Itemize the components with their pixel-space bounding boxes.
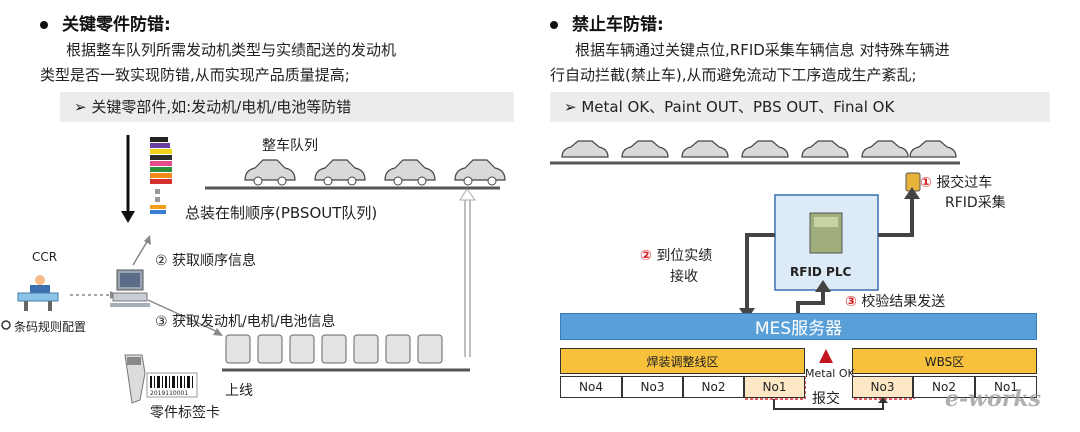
ccr-label: CCR [32,250,58,264]
step1-line2: RFID采集 [945,195,1006,211]
step3-label: 校验结果发送 [861,294,946,310]
slot-left-2: No3 [622,376,683,398]
step3-text: ③ 校验结果发送 [845,291,945,311]
arrow-mes-to-plc [796,290,825,313]
step3-number: ③ [845,294,857,310]
left-title: 关键零件防错: [40,10,171,35]
wbs-area-header: WBS区 [852,348,1037,374]
right-para-line2: 行自动拦截(禁止车),从而避免流动下工序造成生产紊乱; [550,66,917,84]
left-diagram [1,135,506,404]
rfid-cars [561,140,957,158]
arrow-to-engines [147,299,221,334]
queue-car-wheels [253,176,497,186]
barcode-scanner-icon [124,354,146,404]
queue-label: 整车队列 [262,138,318,154]
arrow-plc-to-mes [745,233,775,310]
step2-sequence: ② 获取顺序信息 [155,253,257,269]
mes-server-bar: MES服务器 [560,313,1037,340]
warning-triangle [819,349,833,363]
queue-cars [244,159,506,181]
left-title-text: 关键零件防错: [62,15,171,35]
plc-label: RFID PLC [790,265,852,279]
right-title: 禁止车防错: [550,10,664,35]
barcode-config-label: 条码规则配置 [14,320,87,334]
left-highlight-bar: ➢ 关键零部件,如:发动机/电机/电池等防错 [60,92,514,122]
rfid-reader-icon [905,172,921,192]
slot-left-1: No4 [560,376,622,398]
arrow-to-sequence [132,239,149,266]
baojiao-label: 报交 [812,391,840,407]
arrow-plc-to-rfid [878,197,914,237]
ework-watermark: e-works [945,386,1041,412]
weld-area-header: 焊装调整线区 [560,348,805,374]
return-arrow-head [459,188,476,201]
return-arrow [773,399,884,410]
slot-right-2: No2 [913,376,975,398]
right-title-text: 禁止车防错: [572,15,664,35]
down-arrow-head [121,211,135,223]
slot-left-4: No1 [744,376,805,398]
part-label-card: 零件标签卡 [150,405,220,421]
step2-line2: 接收 [670,269,698,285]
slot-right-3: No1 [975,376,1037,398]
step2-line1: 到位实绩 [656,248,713,264]
ccr-person-icon [17,275,59,311]
engine-parts [225,334,443,364]
online-label: 上线 [225,383,253,399]
config-icon [1,320,11,330]
step2-number: ② [640,248,652,264]
queue-color-stack [150,137,172,214]
right-highlight-bar: ➢ Metal OK、Paint OUT、PBS OUT、Final OK [550,92,1050,122]
step1-line1: 报交过车 [936,175,993,191]
step2-text: ② 到位实绩 [640,245,712,265]
slot-left-3: No2 [683,376,744,398]
bullet-dot [550,21,558,29]
step1-text: ① 报交过车 [920,172,992,192]
order-label: 总装在制顺序(PBSOUT队列) [185,204,378,222]
step1-number: ① [920,175,932,191]
metal-ok-label: Metal OK [805,367,855,380]
computer-icon [110,269,150,307]
step3-engine-info: ③ 获取发动机/电机/电池信息 [155,314,336,330]
barcode-number: 2019110001 [150,390,189,397]
slot-right-1: No3 [852,376,913,398]
barcode-label-icon [146,372,198,398]
right-para-line1: 根据车辆通过关键点位,RFID采集车辆信息 对特殊车辆进 [575,41,950,59]
bullet-dot [40,21,48,29]
left-para-line2: 类型是否一致实现防错,从而实现产品质量提高; [40,66,350,84]
left-para-line1: 根据整车队列所需发动机类型与实绩配送的发动机 [66,41,397,59]
